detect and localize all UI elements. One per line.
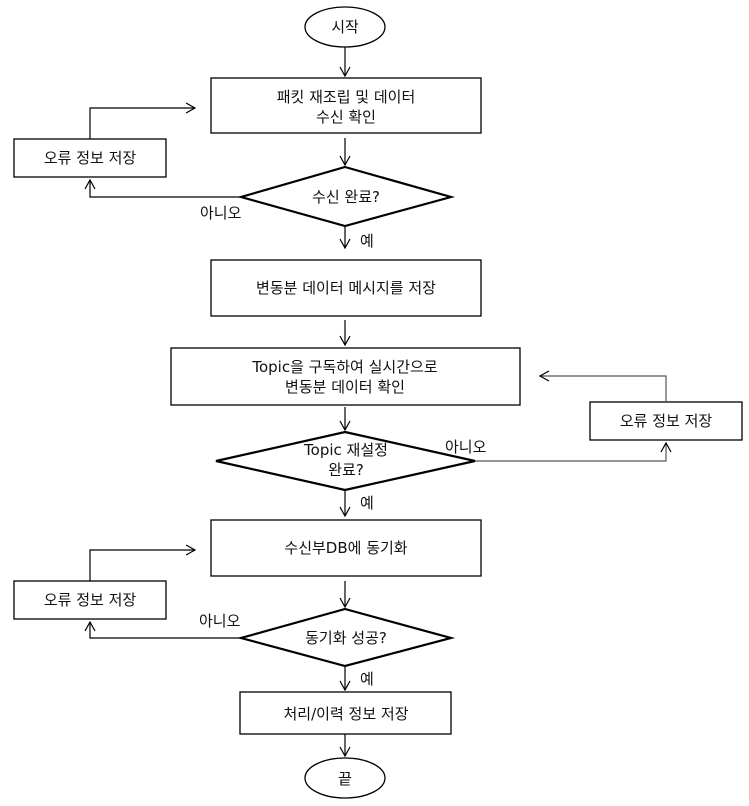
recv-done-decision: 수신 완료? [236, 165, 456, 228]
sync-ok-label: 동기화 성공? [305, 629, 387, 647]
end-node: 끝 [304, 757, 386, 799]
sync-db-node: 수신부DB에 동기화 [210, 519, 482, 577]
edge-error2-subscribe [538, 370, 667, 402]
topic-done-label-line2: 완료? [328, 461, 364, 479]
reassemble-label-line2: 수신 확인 [316, 108, 376, 126]
edge-label-no-1: 아니오 [200, 204, 242, 222]
sync-ok-decision: 동기화 성공? [236, 607, 456, 668]
edge-label-yes-2: 예 [360, 494, 374, 512]
error1-node: 오류 정보 저장 [13, 138, 167, 178]
subscribe-node: Topic을 구독하여 실시간으로 변동분 데이터 확인 [170, 347, 521, 406]
sync-db-label: 수신부DB에 동기화 [284, 539, 407, 557]
edge-label-yes-3: 예 [360, 670, 374, 688]
edge-topicdone-error2 [475, 441, 672, 462]
store-delta-node: 변동분 데이터 메시지를 저장 [210, 259, 482, 317]
edge-error1-reassemble [89, 102, 197, 139]
edge-label-yes-1: 예 [360, 232, 374, 250]
edge-error3-syncdb [89, 544, 197, 581]
topic-done-decision: Topic 재설정 완료? [215, 430, 476, 492]
error1-label: 오류 정보 저장 [44, 149, 137, 167]
recv-done-label: 수신 완료? [312, 188, 380, 206]
reassemble-node: 패킷 재조립 및 데이터 수신 확인 [210, 77, 482, 134]
start-label: 시작 [331, 18, 359, 36]
store-delta-label: 변동분 데이터 메시지를 저장 [256, 279, 436, 297]
end-label: 끝 [338, 770, 352, 788]
edge-recvdone-error1 [84, 178, 241, 198]
error2-label: 오류 정보 저장 [620, 412, 713, 430]
subscribe-label-line1: Topic을 구독하여 실시간으로 [251, 358, 437, 376]
error2-node: 오류 정보 저장 [589, 401, 743, 441]
edge-label-no-3: 아니오 [199, 612, 241, 630]
save-history-label: 처리/이력 정보 저장 [284, 705, 409, 723]
edge-label-no-2: 아니오 [445, 438, 487, 456]
reassemble-label-line1: 패킷 재조립 및 데이터 [277, 88, 416, 106]
subscribe-label-line2: 변동분 데이터 확인 [285, 378, 405, 396]
edge-syncok-error3 [84, 620, 241, 639]
save-history-node: 처리/이력 정보 저장 [239, 691, 452, 735]
error3-label: 오류 정보 저장 [44, 591, 137, 609]
start-node: 시작 [304, 6, 386, 48]
error3-node: 오류 정보 저장 [13, 580, 167, 620]
topic-done-label-line1: Topic 재설정 [303, 441, 388, 459]
